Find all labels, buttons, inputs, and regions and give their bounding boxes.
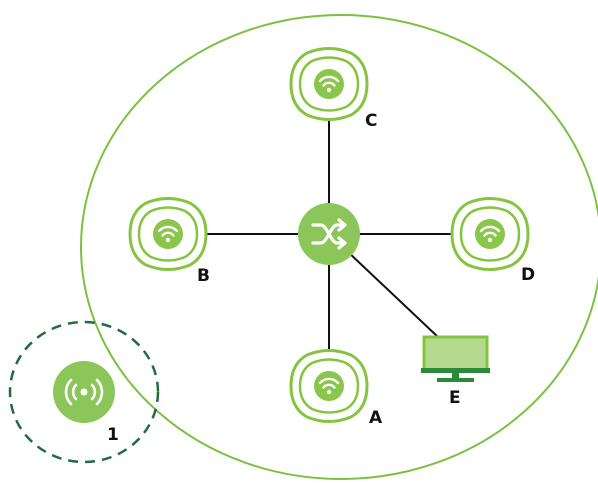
access-point-d[interactable] — [450, 197, 530, 271]
shuffle-arrows-icon — [311, 218, 347, 250]
network-boundary — [80, 14, 598, 480]
access-point-c[interactable] — [289, 47, 369, 121]
access-point-b[interactable] — [128, 197, 208, 271]
computer-e-label: E — [449, 388, 461, 408]
monitor-icon — [421, 335, 490, 382]
computer-e[interactable] — [421, 335, 490, 382]
client-1-range — [8, 320, 160, 464]
access-point-d-label: D — [521, 265, 535, 285]
access-point-a-label: A — [369, 408, 383, 428]
client-1-label: 1 — [107, 425, 119, 445]
client-1[interactable] — [53, 361, 115, 423]
wifi-icon — [314, 371, 344, 401]
wifi-icon — [314, 69, 344, 99]
access-point-c-label: C — [365, 111, 377, 131]
broadcast-icon — [64, 378, 104, 406]
wifi-icon — [153, 219, 183, 249]
switch[interactable] — [298, 203, 360, 265]
access-point-a[interactable] — [289, 349, 369, 423]
wifi-icon — [475, 219, 505, 249]
access-point-b-label: B — [197, 266, 210, 286]
